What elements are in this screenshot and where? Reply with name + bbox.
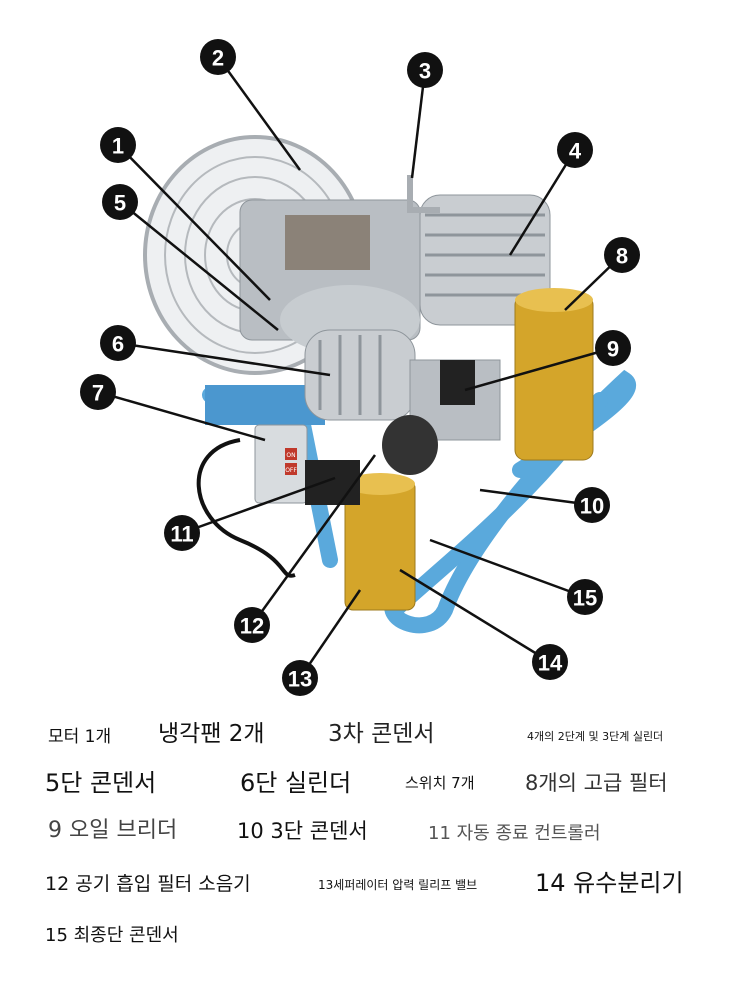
callout-number: 6 <box>112 332 124 357</box>
leader-line-9 <box>464 346 614 392</box>
callout-15: 15 <box>567 579 603 615</box>
callout-number: 11 <box>170 522 193 547</box>
callout-number: 2 <box>212 46 224 71</box>
legend-label-10: 10 3단 콘덴서 <box>237 819 368 843</box>
leader-line-15 <box>429 538 586 599</box>
legend-label-2: 냉각팬 2개 <box>158 721 265 747</box>
callout-number: 14 <box>538 651 563 676</box>
callout-circle <box>164 515 200 551</box>
callout-circle <box>102 184 138 220</box>
leader-line-2 <box>216 56 302 171</box>
water-separator <box>344 473 416 611</box>
callout-5: 5 <box>102 184 138 220</box>
callout-2: 2 <box>200 39 236 75</box>
legend-label-8: 8개의 고급 필터 <box>525 771 668 795</box>
auto-shutoff-controller <box>305 460 360 505</box>
callout-1: 1 <box>100 127 136 163</box>
cylinder-6 <box>304 329 416 421</box>
callout-number: 7 <box>92 381 104 406</box>
legend-label-12: 12 공기 흡입 필터 소음기 <box>45 873 251 895</box>
callout-number: 9 <box>607 337 619 362</box>
callout-circle <box>407 52 443 88</box>
oil-breather <box>440 360 475 405</box>
callout-circle <box>282 660 318 696</box>
callout-8: 8 <box>604 237 640 273</box>
callout-7: 7 <box>80 374 116 410</box>
leader-line-3 <box>410 69 427 179</box>
leader-line-7 <box>97 390 266 442</box>
callout-number: 3 <box>419 59 431 84</box>
leader-line-4 <box>508 149 577 256</box>
legend-label-5: 5단 콘덴서 <box>45 769 157 797</box>
callout-number: 10 <box>580 494 604 519</box>
callout-circle <box>567 579 603 615</box>
callout-11: 11 <box>164 515 200 551</box>
power-cord <box>196 438 296 578</box>
callout-circle <box>100 325 136 361</box>
leader-line-10 <box>479 488 593 507</box>
legend-label-13: 13세퍼레이터 압력 릴리프 밸브 <box>318 878 478 892</box>
switch-box: ON OFF <box>254 424 308 504</box>
callout-number: 4 <box>569 139 582 164</box>
legend-label-1: 모터 1개 <box>48 727 112 747</box>
callout-circle <box>80 374 116 410</box>
intake-filter <box>382 415 438 475</box>
high-grade-filter <box>514 288 594 461</box>
callout-number: 12 <box>240 614 264 639</box>
callout-4: 4 <box>557 132 593 168</box>
callout-13: 13 <box>282 660 318 696</box>
nameplate <box>285 215 370 270</box>
callout-14: 14 <box>532 644 568 680</box>
callout-circle <box>574 487 610 523</box>
legend-label-3: 3차 콘덴서 <box>328 721 435 747</box>
switch-off-label: OFF <box>285 467 297 474</box>
legend-label-6: 6단 실린더 <box>240 769 352 797</box>
condenser-pipe-3 <box>407 175 440 213</box>
legend-label-4: 4개의 2단계 및 3단계 실린더 <box>527 730 664 743</box>
callout-12: 12 <box>234 607 270 643</box>
callout-6: 6 <box>100 325 136 361</box>
switch-on-label: ON <box>286 452 295 459</box>
callout-9: 9 <box>595 330 631 366</box>
leader-line-14 <box>399 568 551 664</box>
callout-circle <box>532 644 568 680</box>
leader-line-12 <box>250 454 377 626</box>
legend-label-15: 15 최종단 콘덴서 <box>45 925 179 946</box>
callout-circle <box>200 39 236 75</box>
callout-circle <box>557 132 593 168</box>
legend-label-11: 11 자동 종료 컨트롤러 <box>428 823 601 844</box>
leader-line-11 <box>181 476 336 535</box>
leader-line-6 <box>117 341 331 377</box>
callout-circle <box>100 127 136 163</box>
callout-circle <box>604 237 640 273</box>
callout-number: 1 <box>112 134 124 159</box>
legend-label-14: 14 유수분리기 <box>535 869 684 897</box>
cylinder-2-3 <box>419 194 551 326</box>
legend-label-7: 스위치 7개 <box>405 774 475 792</box>
callout-number: 5 <box>114 191 126 216</box>
callout-3: 3 <box>407 52 443 88</box>
callout-number: 8 <box>616 244 628 269</box>
callout-number: 15 <box>573 586 597 611</box>
callout-circle <box>234 607 270 643</box>
callout-circle <box>595 330 631 366</box>
legend-label-9: 9 오일 브리더 <box>48 818 178 843</box>
leader-line-1 <box>117 144 271 301</box>
callout-number: 13 <box>288 667 312 692</box>
callout-10: 10 <box>574 487 610 523</box>
leader-line-5 <box>119 201 279 331</box>
